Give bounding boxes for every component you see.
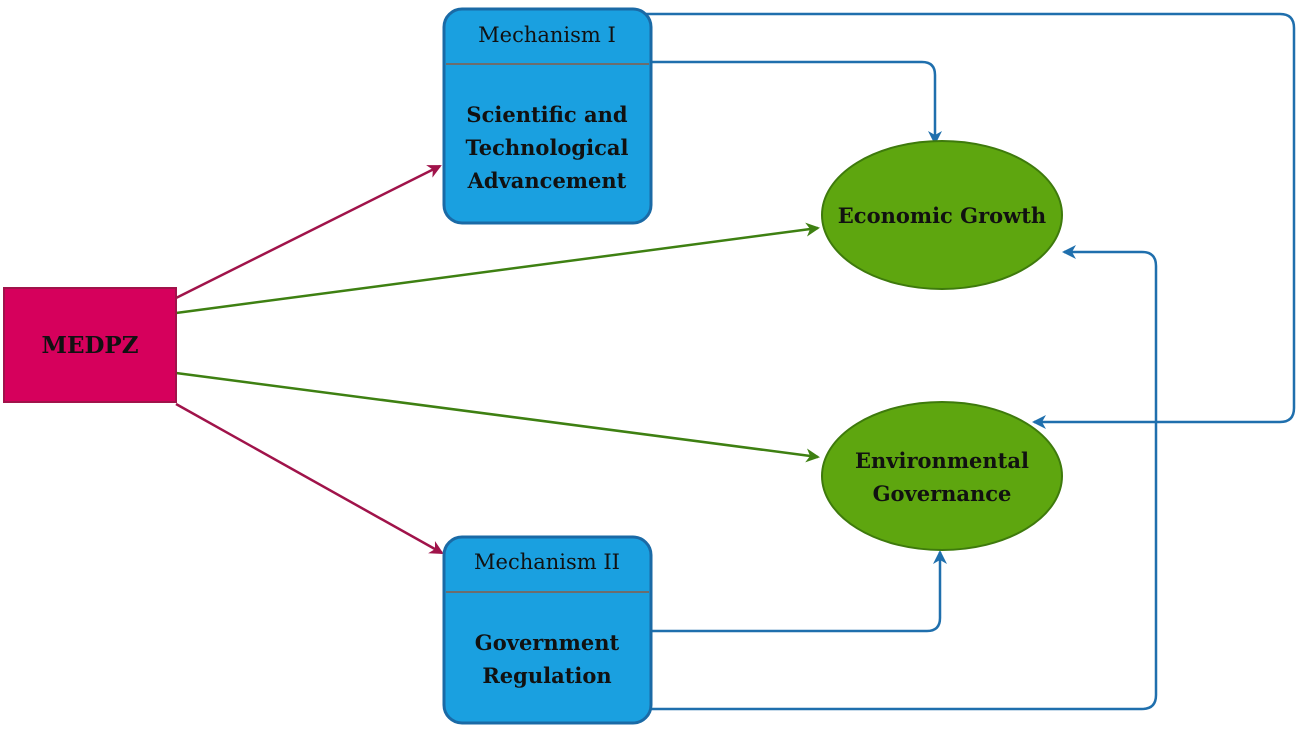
environmental-governance-ellipse (821, 401, 1063, 551)
economic-growth-ellipse (821, 140, 1063, 290)
node-mechanism2: Mechanism II Government Regulation (442, 535, 653, 725)
mechanism1-header: Mechanism I (478, 23, 616, 47)
node-environmental-governance: Environmental Governance (821, 401, 1063, 551)
mechanism1-box (442, 7, 653, 225)
mechanism1-body-line-3: Advancement (467, 168, 627, 193)
mechanism2-body-line-2: Regulation (482, 663, 611, 688)
node-medpz: MEDPZ (3, 287, 177, 403)
edge-medpz-to-mechanism2 (175, 402, 444, 555)
economic-growth-label: Economic Growth (838, 203, 1046, 228)
node-economic-growth: Economic Growth (821, 140, 1063, 290)
edge-mechanism1-to-environmental-governance (640, 12, 1296, 429)
edge-medpz-to-economic-growth (175, 222, 820, 315)
edge-mechanism2-to-economic-growth (651, 245, 1158, 711)
environmental-governance-line-1: Environmental (855, 448, 1029, 473)
edge-medpz-to-environmental-governance (175, 371, 820, 463)
edge-mechanism1-to-economic-growth (651, 60, 942, 145)
medpz-box (3, 287, 177, 403)
medpz-label: MEDPZ (41, 332, 138, 359)
environmental-governance-line-2: Governance (873, 481, 1012, 506)
node-mechanism1: Mechanism I Scientific and Technological… (442, 7, 653, 225)
mechanism2-box (442, 535, 653, 725)
mechanism2-header: Mechanism II (474, 550, 620, 574)
mechanism1-body-line-1: Scientific and (466, 102, 627, 127)
edge-medpz-to-mechanism1 (175, 164, 442, 300)
mechanism1-body-line-2: Technological (466, 135, 629, 160)
mechanism2-body-line-1: Government (475, 630, 620, 655)
edge-mechanism2-to-environmental-governance (651, 550, 947, 633)
